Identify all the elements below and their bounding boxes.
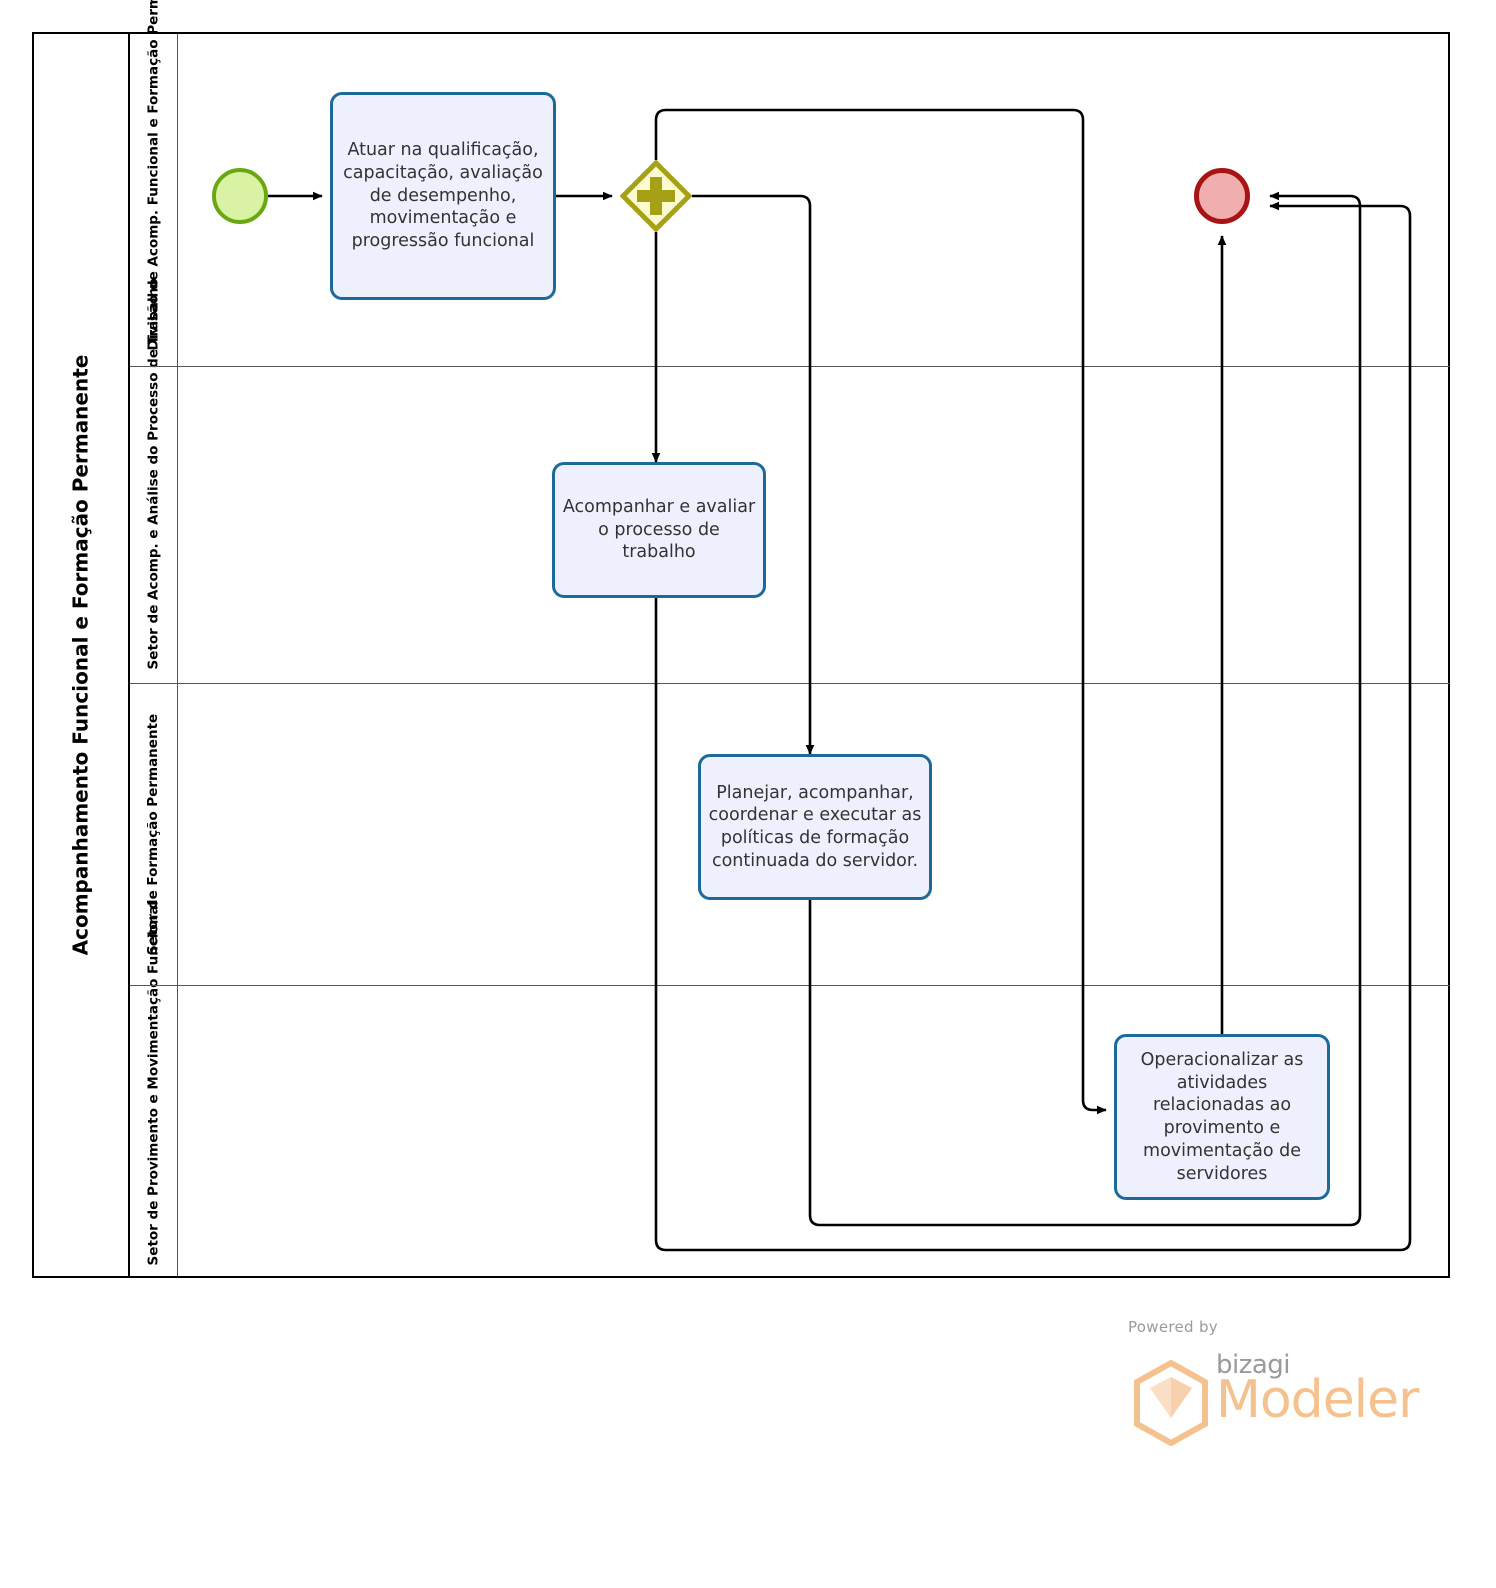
- task-1-label: Atuar na qualificação, capacitação, aval…: [343, 140, 543, 252]
- bizagi-hexagon-icon: [1134, 1360, 1208, 1446]
- task-atuar-qualificacao[interactable]: Atuar na qualificação, capacitação, aval…: [330, 92, 556, 300]
- task-planejar-politicas[interactable]: Planejar, acompanhar, coordenar e execut…: [698, 754, 932, 900]
- lane-separator-2: [130, 683, 1450, 684]
- lane-header-1: Divisão de Acomp. Funcional e Formação P…: [130, 0, 178, 366]
- end-event[interactable]: [1194, 168, 1250, 224]
- lane-header-3: Setor de Formação Permanente: [130, 683, 178, 985]
- lane-label-2: Setor de Acomp. e Análise do Processo de…: [145, 278, 162, 670]
- lane-separator-3: [130, 985, 1450, 986]
- task-acompanhar-avaliar[interactable]: Acompanhar e avaliar o processo de traba…: [552, 462, 766, 598]
- task-2-label: Acompanhar e avaliar o processo de traba…: [562, 496, 756, 563]
- task-4-label: Operacionalizar as atividades relacionad…: [1140, 1049, 1304, 1184]
- lane-header-2: Setor de Acomp. e Análise do Processo de…: [130, 278, 178, 683]
- modeler-wordmark: Modeler: [1216, 1370, 1419, 1430]
- powered-by-label: Powered by: [1128, 1318, 1218, 1336]
- pool-title-label: Acompanhamento Funcional e Formação Perm…: [68, 354, 92, 956]
- lane-label-4: Setor de Provimento e Movimentação Funci…: [145, 901, 162, 1266]
- pool-frame: [32, 32, 1450, 1278]
- task-3-label: Planejar, acompanhar, coordenar e execut…: [708, 782, 922, 871]
- plus-icon: [637, 177, 675, 215]
- lane-header-4: Setor de Provimento e Movimentação Funci…: [130, 901, 178, 1276]
- bizagi-modeler-logo: Powered by bizagi Modeler: [1124, 1318, 1424, 1448]
- lane-separator-1: [130, 366, 1450, 367]
- start-event[interactable]: [212, 168, 268, 224]
- pool-title: Acompanhamento Funcional e Formação Perm…: [32, 32, 130, 1278]
- parallel-gateway[interactable]: [620, 160, 692, 232]
- task-operacionalizar-provimento[interactable]: Operacionalizar as atividades relacionad…: [1114, 1034, 1330, 1200]
- bizagi-wordmark: bizagi: [1216, 1350, 1291, 1380]
